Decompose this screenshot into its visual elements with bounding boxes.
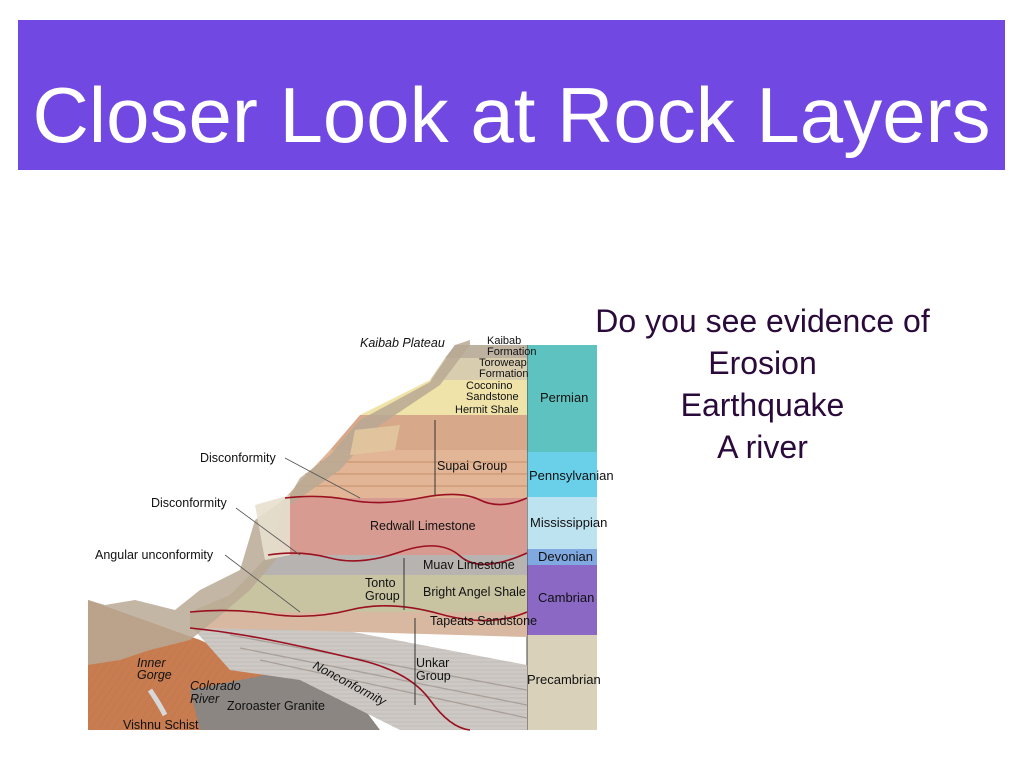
question-prompt: Do you see evidence of (595, 303, 930, 339)
period-band-permian (527, 345, 597, 452)
label-period-devonian: Devonian (538, 549, 593, 564)
label-kaibab-2: Formation (487, 346, 537, 358)
redwall-limestone-layer (268, 498, 527, 555)
label-toroweap-1: Toroweap (479, 357, 527, 369)
label-toroweap-2: Formation (479, 368, 529, 380)
period-column (526, 345, 597, 730)
label-muav-limestone: Muav Limestone (423, 558, 515, 572)
label-unkar-group-1: Unkar (416, 656, 449, 670)
label-inner-gorge-1: Inner (137, 656, 166, 670)
question-option-river: A river (717, 429, 808, 465)
label-kaibab-1: Kaibab (487, 335, 521, 347)
rock-strata (88, 340, 528, 731)
period-band-pennsylvanian (527, 452, 597, 497)
period-band-mississippian (527, 497, 597, 549)
label-disconformity-lower: Disconformity (151, 496, 227, 510)
formation-labels: Kaibab Formation Toroweap Formation Coco… (365, 335, 537, 683)
rock-layers-diagram: Kaibab Plateau Disconformity Disconformi… (88, 335, 614, 732)
label-coconino-1: Coconino (466, 380, 512, 392)
label-coconino-2: Sandstone (466, 391, 519, 403)
label-colorado-river-1: Colorado (190, 679, 241, 693)
period-band-cambrian (527, 565, 597, 635)
label-bright-angel-shale: Bright Angel Shale (423, 585, 526, 599)
tapeats-sandstone-layer (190, 612, 527, 637)
label-kaibab-plateau: Kaibab Plateau (360, 336, 445, 350)
label-period-mississippian: Mississippian (530, 515, 607, 530)
label-period-permian: Permian (540, 390, 588, 405)
label-disconformity-upper: Disconformity (200, 451, 276, 465)
label-tapeats-sandstone: Tapeats Sandstone (430, 614, 537, 628)
question-option-erosion: Erosion (708, 345, 817, 381)
label-redwall-limestone: Redwall Limestone (370, 519, 476, 533)
label-angular-unconformity: Angular unconformity (95, 548, 214, 562)
label-inner-gorge-2: Gorge (137, 668, 172, 682)
period-band-devonian (527, 549, 597, 565)
muav-limestone-layer (250, 555, 527, 575)
period-band-precambrian (527, 635, 597, 730)
label-supai-group: Supai Group (437, 459, 507, 473)
cliff-face (88, 340, 470, 665)
label-hermit-shale: Hermit Shale (455, 404, 519, 416)
label-period-cambrian: Cambrian (538, 590, 594, 605)
label-tonto-group-1: Tonto (365, 576, 396, 590)
label-tonto-group-2: Group (365, 589, 400, 603)
period-labels: Permian Pennsylvanian Mississippian Devo… (527, 390, 614, 687)
label-unkar-group-2: Group (416, 669, 451, 683)
label-zoroaster-granite: Zoroaster Granite (227, 699, 325, 713)
title-banner: Closer Look at Rock Layers (18, 20, 1005, 170)
label-period-pennsylvanian: Pennsylvanian (529, 468, 614, 483)
label-vishnu-schist: Vishnu Schist (123, 718, 199, 732)
slide-title: Closer Look at Rock Layers (32, 71, 991, 159)
colorado-river (147, 688, 168, 717)
question-option-earthquake: Earthquake (680, 387, 845, 423)
bright-angel-shale-layer (190, 575, 527, 612)
label-period-precambrian: Precambrian (527, 672, 601, 687)
label-colorado-river-2: River (190, 692, 220, 706)
question-block: Do you see evidence of Erosion Earthquak… (550, 300, 975, 468)
